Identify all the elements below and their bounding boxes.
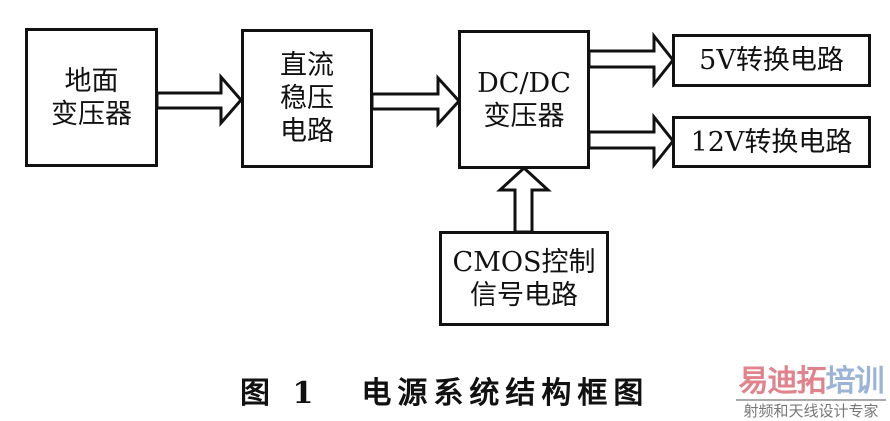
watermark-brand-part1: 易迪拓 xyxy=(738,364,827,399)
arrow-dcdc-to-5v xyxy=(587,31,675,89)
block-label: CMOS控制 xyxy=(452,246,596,278)
block-12v-converter: 12V转换电路 xyxy=(672,116,871,168)
block-label: 变压器 xyxy=(51,98,132,130)
block-label: 信号电路 xyxy=(470,279,578,311)
watermark-brand: 易迪拓培训 xyxy=(732,366,890,398)
block-label: 地面 xyxy=(64,65,119,97)
figure-title: 电源系统结构框图 xyxy=(361,376,650,411)
watermark-logo: 易迪拓培训 射频和天线设计专家 xyxy=(732,366,890,420)
block-label: 电路 xyxy=(280,116,334,147)
block-label: DC/DC xyxy=(477,67,571,99)
block-5v-converter: 5V转换电路 xyxy=(672,34,871,87)
figure-number: 图 1 xyxy=(240,376,320,411)
arrow-regulator-to-dcdc xyxy=(370,74,462,128)
block-label: 稳压 xyxy=(280,83,334,114)
figure-caption: 图 1 电源系统结构框图 xyxy=(240,368,649,412)
arrow-cmos-to-dcdc xyxy=(496,165,552,234)
arrow-ground-to-regulator xyxy=(155,72,243,128)
watermark-tagline: 射频和天线设计专家 xyxy=(743,402,879,420)
block-dcdc-transformer: DC/DC 变压器 xyxy=(458,30,590,169)
block-cmos-control: CMOS控制 信号电路 xyxy=(439,231,609,326)
block-label: 直流 xyxy=(280,50,334,81)
block-label: 12V转换电路 xyxy=(690,126,853,158)
block-dc-regulator: 直流 稳压 电路 xyxy=(241,29,373,168)
block-label: 5V转换电路 xyxy=(699,45,844,76)
watermark-brand-part2: 培训 xyxy=(825,364,885,399)
block-label: 变压器 xyxy=(483,100,565,132)
watermark-divider xyxy=(736,399,886,401)
arrow-dcdc-to-12v xyxy=(587,112,675,170)
block-ground-transformer: 地面 变压器 xyxy=(25,28,158,167)
